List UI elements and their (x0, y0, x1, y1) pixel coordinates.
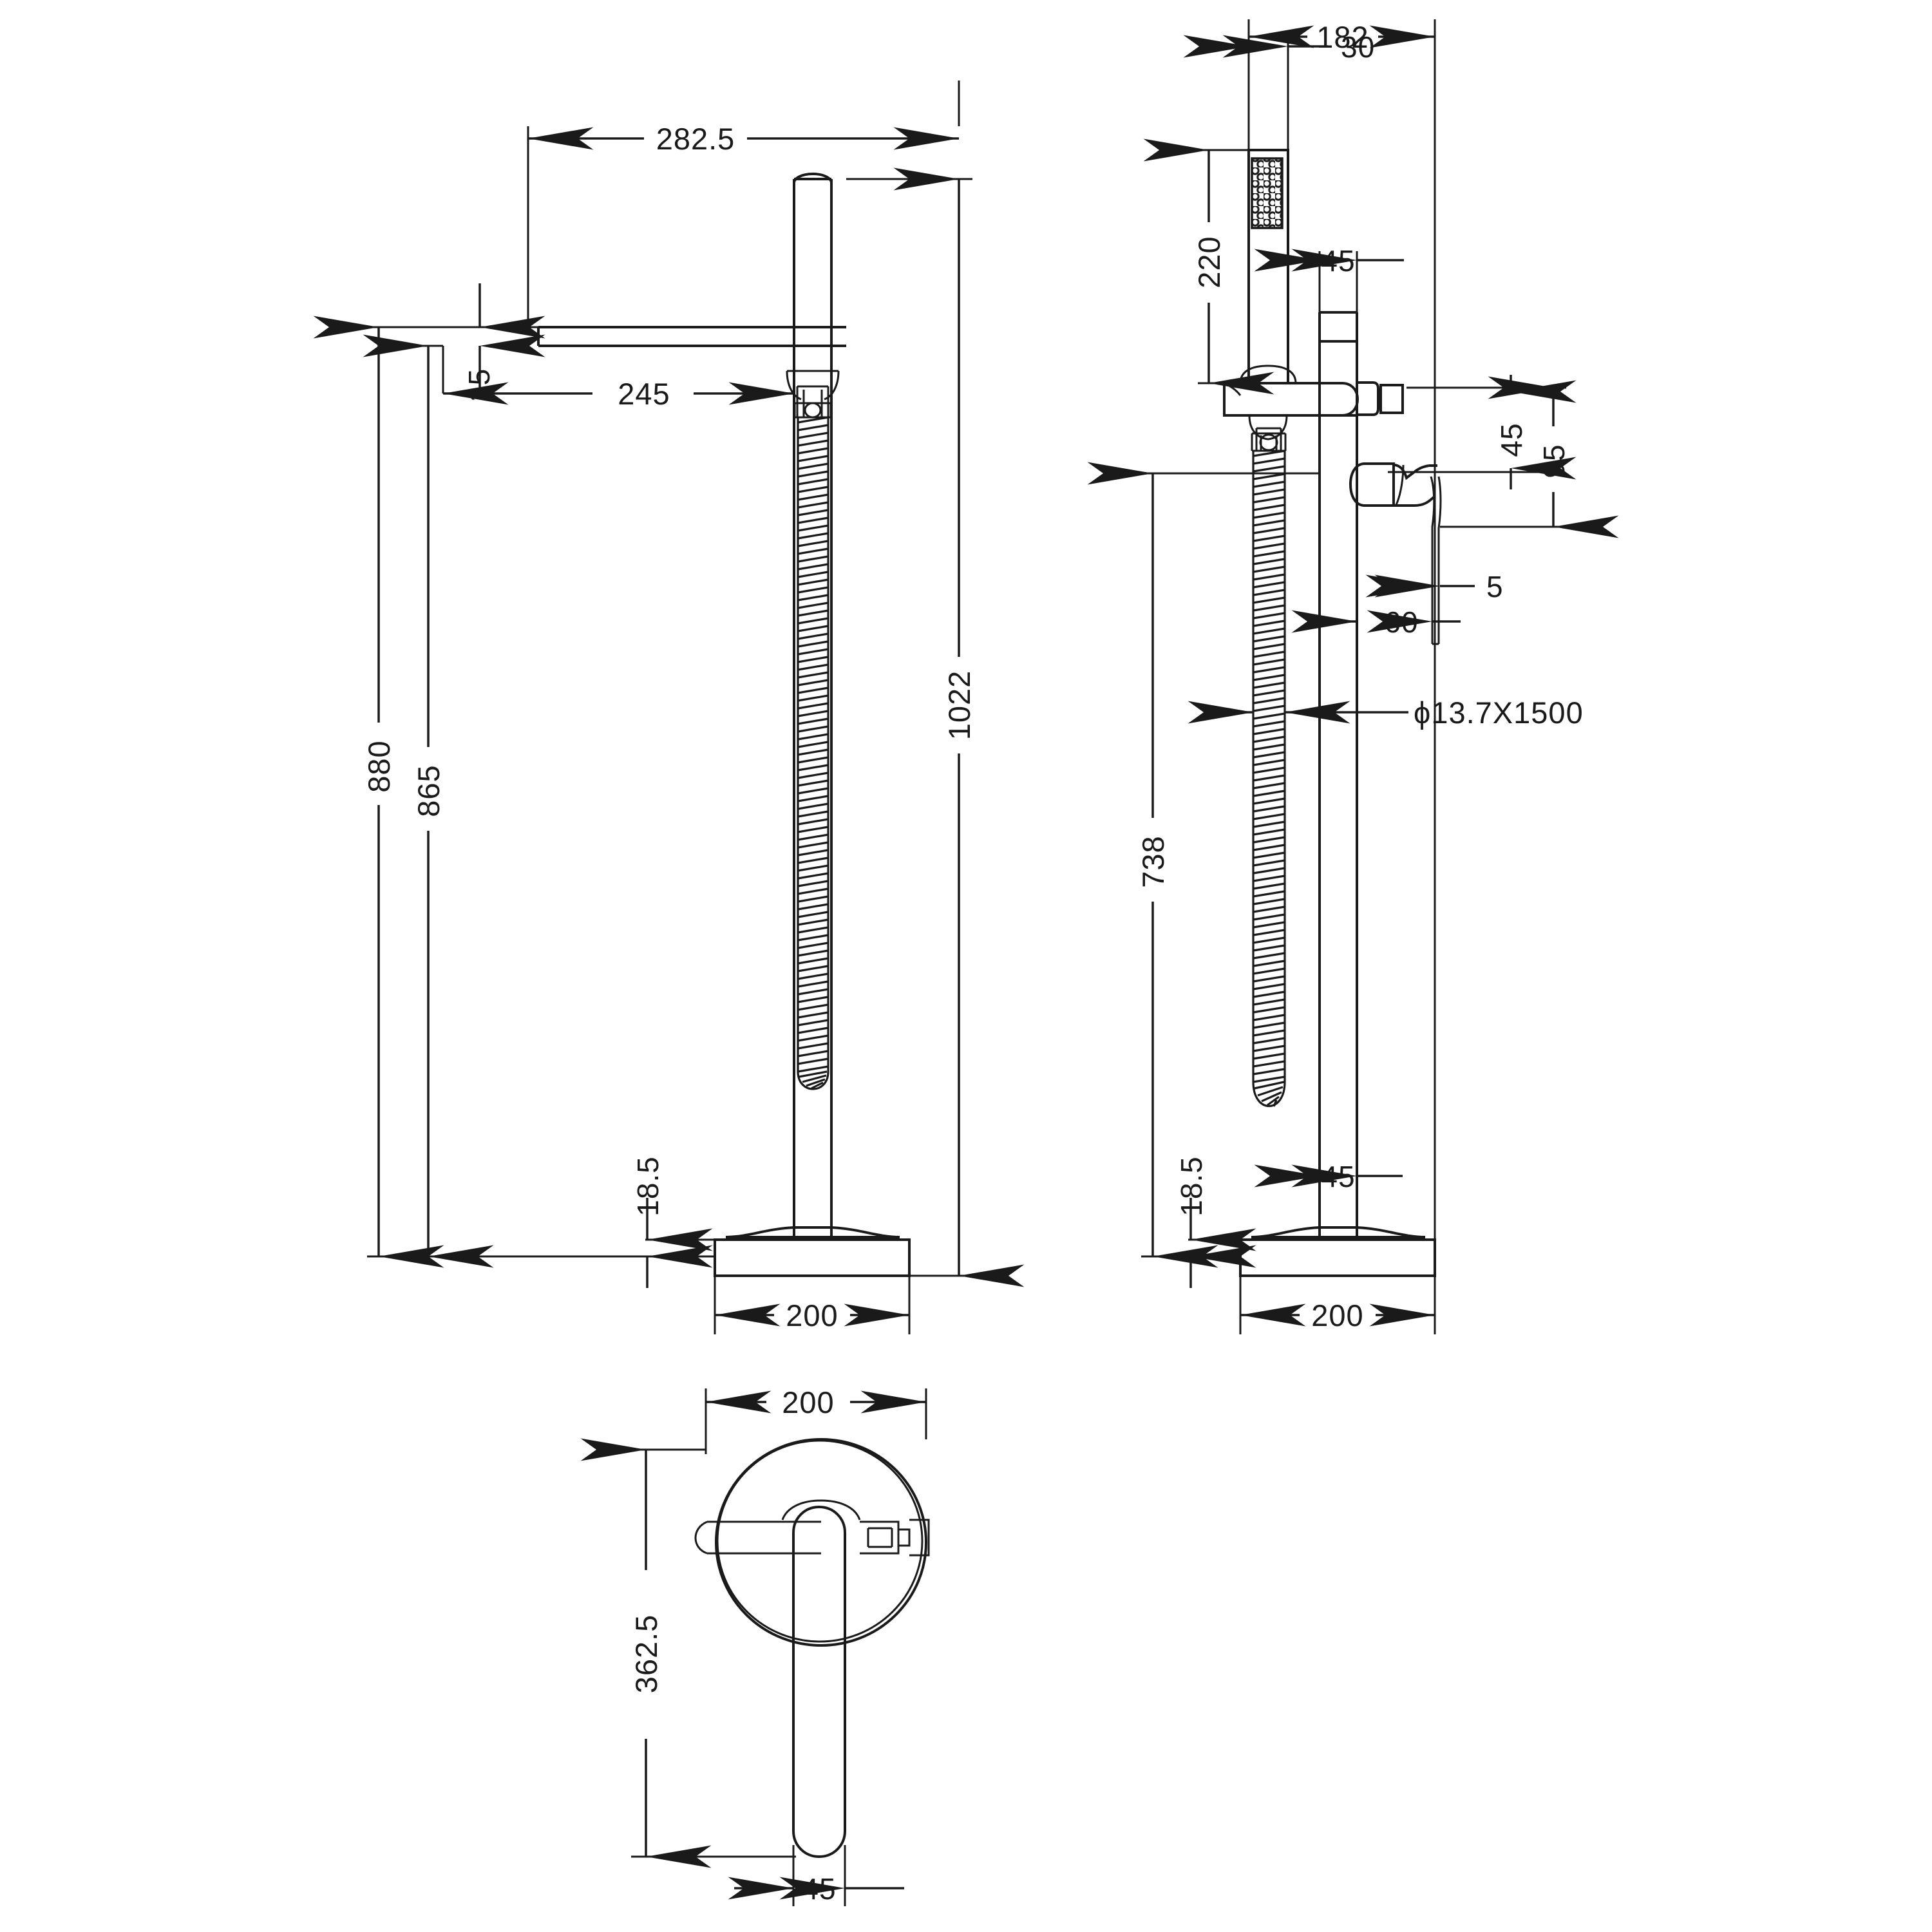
dim-60-label: 60 (1384, 605, 1418, 639)
dim-200-plan: 200 (705, 1385, 927, 1454)
front-valve-body (786, 370, 840, 419)
dim-182-label: 182 (1316, 20, 1368, 54)
dim-200-side-label: 200 (1311, 1298, 1363, 1332)
dim-282-5-label: 282.5 (656, 122, 735, 156)
dim-hose-spec-label: ϕ13.7X1500 (1414, 696, 1584, 730)
dim-738-label: 738 (1136, 835, 1170, 887)
dim-865-label: 865 (412, 764, 446, 817)
dim-45-column-label: 45 (1321, 1160, 1355, 1193)
dim-45-outlet-label: 45 (1495, 422, 1528, 457)
dim-45-plan-label: 45 (802, 1872, 836, 1906)
side-hose-connector (1248, 415, 1288, 452)
plan-lever-handle (792, 1505, 846, 1859)
dim-18-5: 18.5 (631, 1156, 715, 1288)
dim-60: 60 (1291, 605, 1461, 639)
dim-362-5: 362.5 (580, 1438, 796, 1868)
plan-view: 200 362.5 45 (580, 1385, 930, 1906)
dim-5-label: 5 (1486, 570, 1504, 603)
side-mixer-body (1349, 381, 1442, 645)
dim-18-5-side: 18.5 (1175, 1156, 1256, 1288)
handset-spray-face (1251, 157, 1283, 229)
dim-865: 865 (363, 334, 494, 1268)
front-riser-column (793, 173, 833, 1237)
side-flexible-hose (1252, 450, 1286, 1107)
dim-45-plan: 45 (728, 1845, 904, 1906)
dim-95: 95 (1440, 376, 1619, 538)
front-elevation-view: 282.5 15 245 1022 (313, 80, 1025, 1334)
dim-hose-spec: ϕ13.7X1500 (1188, 696, 1584, 730)
plan-base-circle (715, 1438, 927, 1647)
dim-15-label: 15 (462, 368, 496, 402)
dim-45-top: 45 (1254, 244, 1404, 341)
dim-18-5-side-label: 18.5 (1175, 1156, 1208, 1217)
dim-30-label: 30 (1341, 30, 1375, 64)
dim-45-column: 45 (1254, 1160, 1403, 1193)
dim-880-label: 880 (362, 740, 396, 792)
dim-362-5-label: 362.5 (629, 1615, 663, 1694)
dim-45-outlet: 45 (1388, 375, 1577, 489)
dim-18-5-label: 18.5 (631, 1156, 665, 1217)
dim-1022-label: 1022 (942, 670, 976, 741)
dim-200-label: 200 (786, 1298, 838, 1332)
plan-spout-arm (694, 1520, 821, 1555)
dim-220: 220 (1143, 138, 1274, 395)
dim-245: 245 (442, 346, 795, 411)
dim-880: 880 (313, 316, 715, 1268)
front-flexible-hose (797, 416, 829, 1090)
plan-valve-cap (781, 1499, 930, 1557)
dim-200-side: 200 (1239, 1276, 1436, 1334)
dim-220-label: 220 (1192, 236, 1226, 288)
dim-200: 200 (714, 1276, 911, 1334)
dim-1022: 1022 (846, 167, 1025, 1287)
dim-95-label: 95 (1537, 444, 1571, 478)
dim-45-top-label: 45 (1321, 244, 1355, 278)
dim-5: 5 (1365, 570, 1504, 603)
dim-30: 30 (1183, 30, 1375, 150)
dim-200-plan-label: 200 (782, 1385, 834, 1419)
dim-282-5: 282.5 (527, 80, 960, 327)
dim-245-label: 245 (618, 377, 670, 411)
side-elevation-view: 182 30 220 45 (1087, 19, 1619, 1334)
